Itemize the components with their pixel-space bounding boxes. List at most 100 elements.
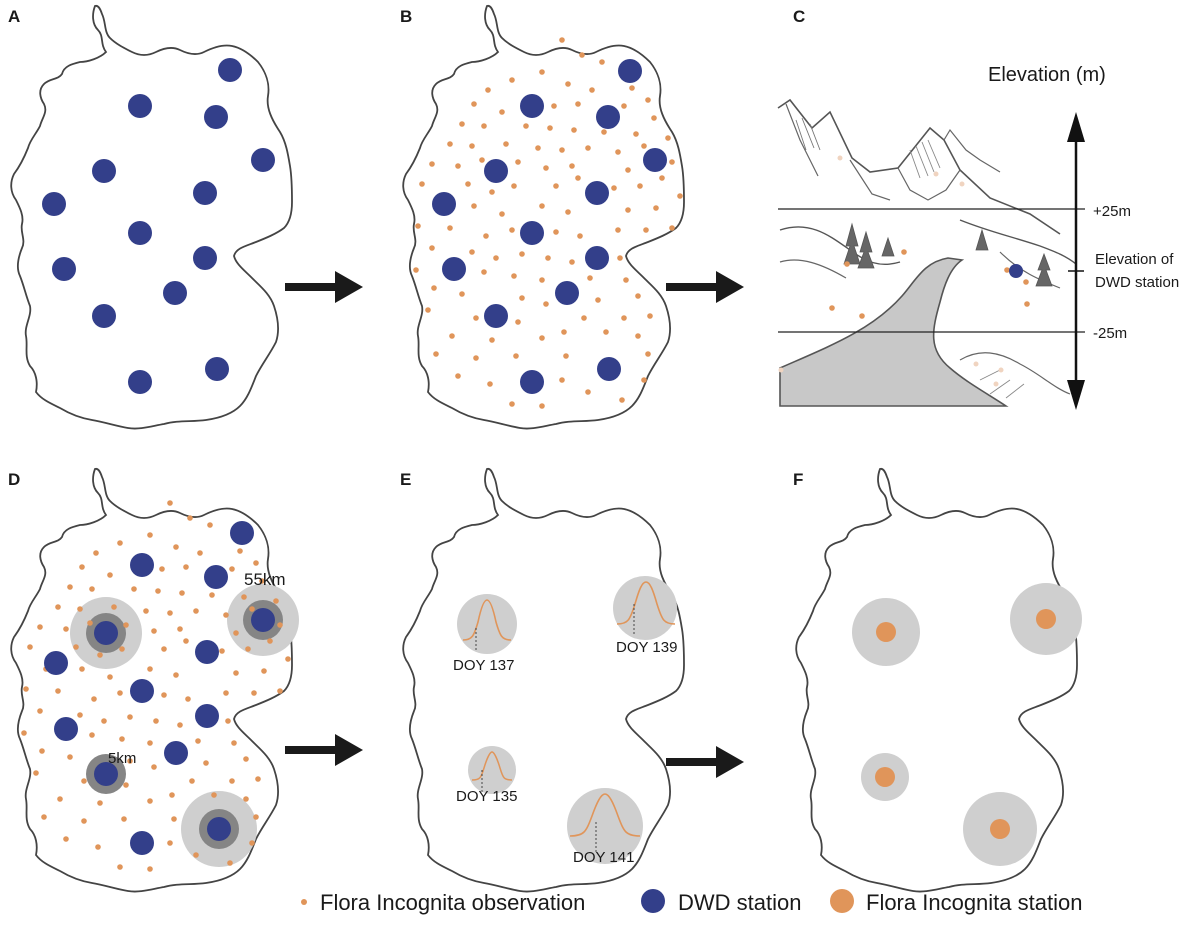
panel-c: C Elevation (m) (777, 7, 1179, 410)
observation-dot (625, 167, 631, 173)
fi-station (875, 767, 895, 787)
observation-dot (117, 690, 123, 696)
observation-dot (143, 608, 149, 614)
dwd-station (205, 357, 229, 381)
observation-dot (429, 161, 435, 167)
phenology-curve-sw (468, 746, 516, 794)
elevation-double-arrow (1067, 112, 1085, 410)
panel-f: F (793, 467, 1082, 893)
dwd-station (92, 159, 116, 183)
observation-dot (55, 604, 61, 610)
observation-dot (539, 69, 545, 75)
observation-dot (23, 686, 29, 692)
observation-dot (123, 622, 129, 628)
observation-dot (481, 269, 487, 275)
observation-dot (641, 143, 647, 149)
panel-a: A (8, 4, 293, 430)
observation-dot (587, 275, 593, 281)
flora-incognita-observations (21, 500, 291, 872)
arrow-d-to-e (285, 734, 363, 766)
dwd-station (484, 159, 508, 183)
observation-dot (575, 175, 581, 181)
observation-dot (455, 163, 461, 169)
observation-dot (503, 141, 509, 147)
dwd-stations (432, 59, 667, 394)
observation-dot (571, 127, 577, 133)
dwd-station (520, 221, 544, 245)
observation-dot (223, 612, 229, 618)
observation-dot (193, 608, 199, 614)
fi-station (876, 622, 896, 642)
observation-dot (77, 712, 83, 718)
observation-dot (449, 333, 455, 339)
observation-dot (433, 351, 439, 357)
germany-outline (402, 4, 685, 430)
panel-letter-e: E (400, 470, 411, 489)
dwd-station (204, 565, 228, 589)
arrow-a-to-b (285, 271, 363, 303)
observation-dot (519, 251, 525, 257)
doy-se-label: DOY 141 (573, 849, 634, 866)
observation-dot (89, 732, 95, 738)
observation-dot (447, 225, 453, 231)
observation-dot (229, 778, 235, 784)
observation-dot (167, 610, 173, 616)
dwd-stations (44, 521, 275, 855)
observation-dot (455, 373, 461, 379)
observation-dot (481, 123, 487, 129)
observation-dot (543, 301, 549, 307)
observation-dot (523, 123, 529, 129)
observation-dot (251, 690, 257, 696)
panel-d: D 55km 5km (8, 467, 299, 893)
observation-dot (119, 736, 125, 742)
observation-dot (659, 175, 665, 181)
observation-dot (551, 103, 557, 109)
observation-dot (615, 149, 621, 155)
observation-dot (37, 624, 43, 630)
observation-dot (623, 277, 629, 283)
observation-dot (21, 730, 27, 736)
observation-dot (249, 840, 255, 846)
phenology-curve-se (567, 788, 643, 864)
observation-dot (261, 668, 267, 674)
flora-incognita-observations (413, 37, 683, 409)
dwd-station-marker (1009, 264, 1023, 278)
observation-dot (569, 163, 575, 169)
observation-dot (489, 189, 495, 195)
observation-dot (615, 227, 621, 233)
observation-dot (171, 816, 177, 822)
observation-dot (653, 205, 659, 211)
observation-dot (87, 620, 93, 626)
observation-dot (499, 211, 505, 217)
dwd-station (193, 246, 217, 270)
dwd-station (230, 521, 254, 545)
observation-dot (665, 135, 671, 141)
dwd-station (643, 148, 667, 172)
panel-b: B (400, 4, 685, 430)
observation-dot (119, 646, 125, 652)
observation-dot (231, 740, 237, 746)
dwd-station (585, 181, 609, 205)
dwd-station (42, 192, 66, 216)
observation-dot (241, 594, 247, 600)
observation-dot (189, 778, 195, 784)
observation-dot (97, 800, 103, 806)
observation-dot (625, 207, 631, 213)
fi-station (990, 819, 1010, 839)
observation-dot (81, 818, 87, 824)
observation-dot (97, 652, 103, 658)
observation-dot (599, 59, 605, 65)
station-elevation-label-1: Elevation of (1095, 251, 1174, 268)
observation-dot (249, 606, 255, 612)
observation-dot (159, 566, 165, 572)
observation-dot (167, 500, 173, 506)
panel-e: E DOY 137 DOY 139 DOY 135 DOY 141 (400, 467, 685, 893)
plus-25m-label: +25m (1093, 203, 1131, 220)
observation-dot (67, 584, 73, 590)
dwd-station (128, 94, 152, 118)
observation-dot (535, 145, 541, 151)
observation-dot (211, 792, 217, 798)
doy-sw-label: DOY 135 (456, 788, 517, 805)
observation-dot (563, 353, 569, 359)
observation-dot (637, 183, 643, 189)
